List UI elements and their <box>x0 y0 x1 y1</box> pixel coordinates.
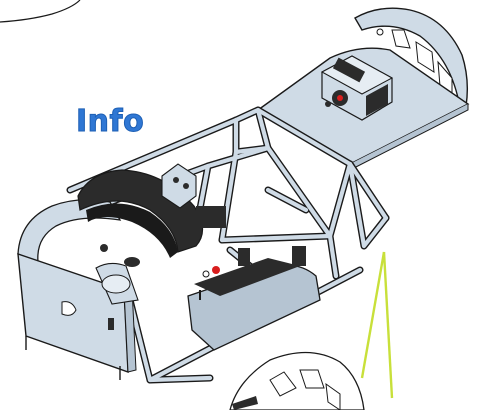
info-label: Info <box>75 104 145 140</box>
gunsight <box>161 163 197 209</box>
callout-lines <box>360 251 394 399</box>
side-panel-left <box>17 252 137 380</box>
rear-bulkhead <box>354 7 469 109</box>
cockpit-floor <box>187 206 321 351</box>
rudder-pedals <box>95 244 140 305</box>
radio-unit <box>320 55 394 121</box>
spare-bulkhead-part <box>229 351 365 410</box>
partial-outline-top-left <box>0 0 81 23</box>
